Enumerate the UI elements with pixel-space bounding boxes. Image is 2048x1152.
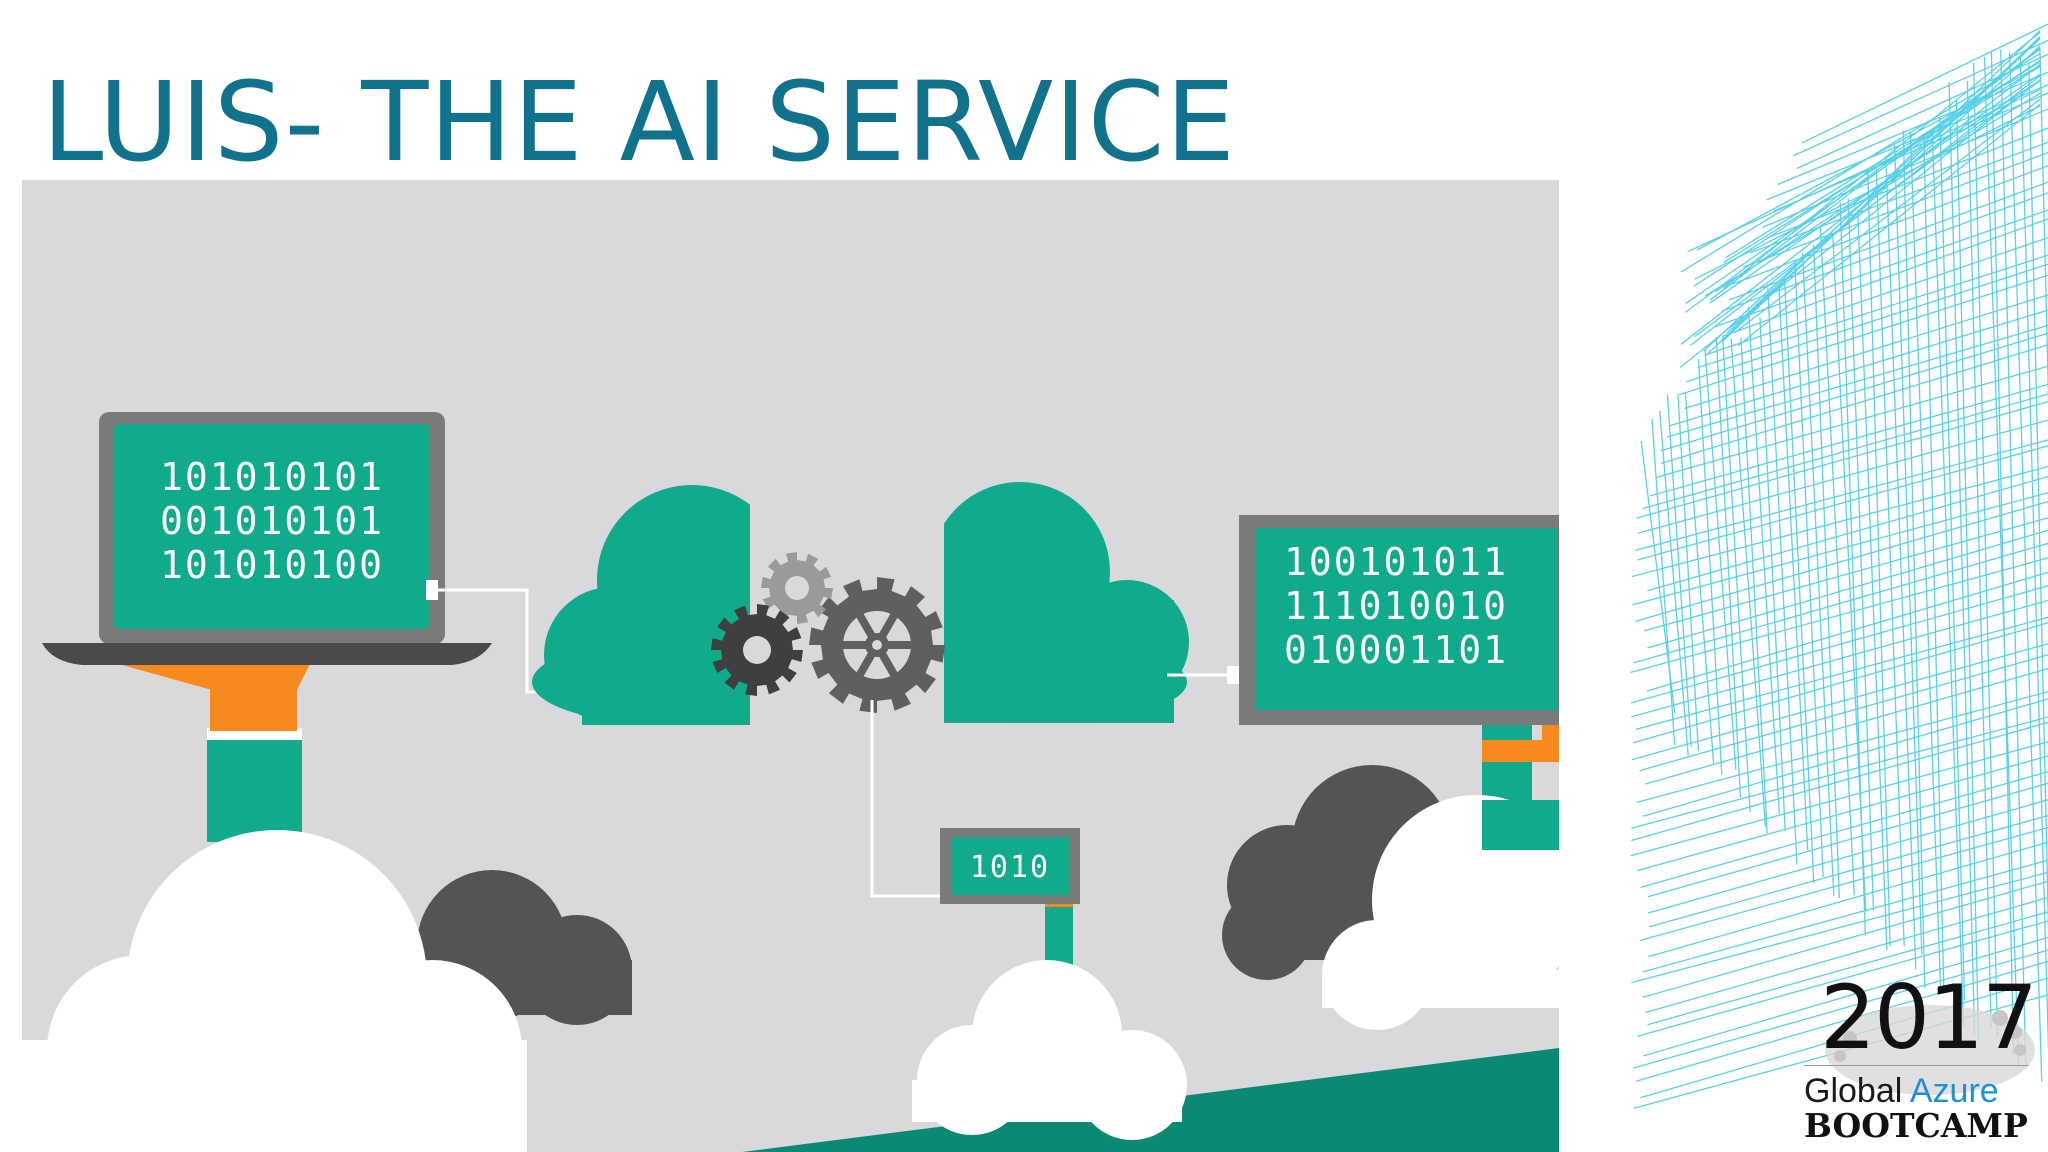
global-azure-bootcamp-logo: 2017 Global Azure BOOTCAMP <box>1790 974 2040 1145</box>
wireframe-building-graphic <box>1630 23 2048 1109</box>
left-cloud-half <box>532 485 750 725</box>
monitor-binary-line-1: 100101011 <box>1284 540 1508 584</box>
monitor-binary-line-2: 111010010 <box>1284 584 1508 628</box>
badge-bootcamp: BOOTCAMP <box>1804 1106 2028 1145</box>
white-cloud-center <box>912 960 1187 1140</box>
white-cloud-right <box>1322 795 1559 1030</box>
white-cloud-left <box>22 830 527 1152</box>
gears-group <box>711 552 945 713</box>
slide-title: LUIS- THE AI SERVICE <box>42 58 1237 186</box>
badge-azure-text: Azure <box>1909 1072 1999 1110</box>
badge-global-text: Global <box>1804 1072 1903 1110</box>
badge-global-azure: Global Azure <box>1804 1072 1999 1111</box>
laptop: 101010101 001010101 101010100 <box>42 412 492 842</box>
laptop-binary-line-2: 001010101 <box>160 499 384 543</box>
laptop-binary-line-1: 101010101 <box>160 455 384 499</box>
monitor-binary-line-3: 010001101 <box>1284 628 1508 672</box>
badge-year: 2017 <box>1820 966 2038 1069</box>
laptop-binary-line-3: 101010100 <box>160 543 384 587</box>
luis-illustration: 101010101 001010101 101010100 <box>22 180 1559 1152</box>
bootprint-icon <box>1825 1005 2035 1095</box>
large-gear-icon <box>809 577 945 713</box>
small-screen-binary: 1010 <box>970 850 1050 885</box>
small-screen: 1010 <box>940 828 1080 985</box>
right-cloud-half <box>944 482 1189 723</box>
dark-gear-icon <box>711 604 803 696</box>
badge-divider <box>1804 1065 2029 1066</box>
small-gear-icon <box>761 552 833 624</box>
monitor: 100101011 111010010 010001101 <box>1239 515 1559 800</box>
